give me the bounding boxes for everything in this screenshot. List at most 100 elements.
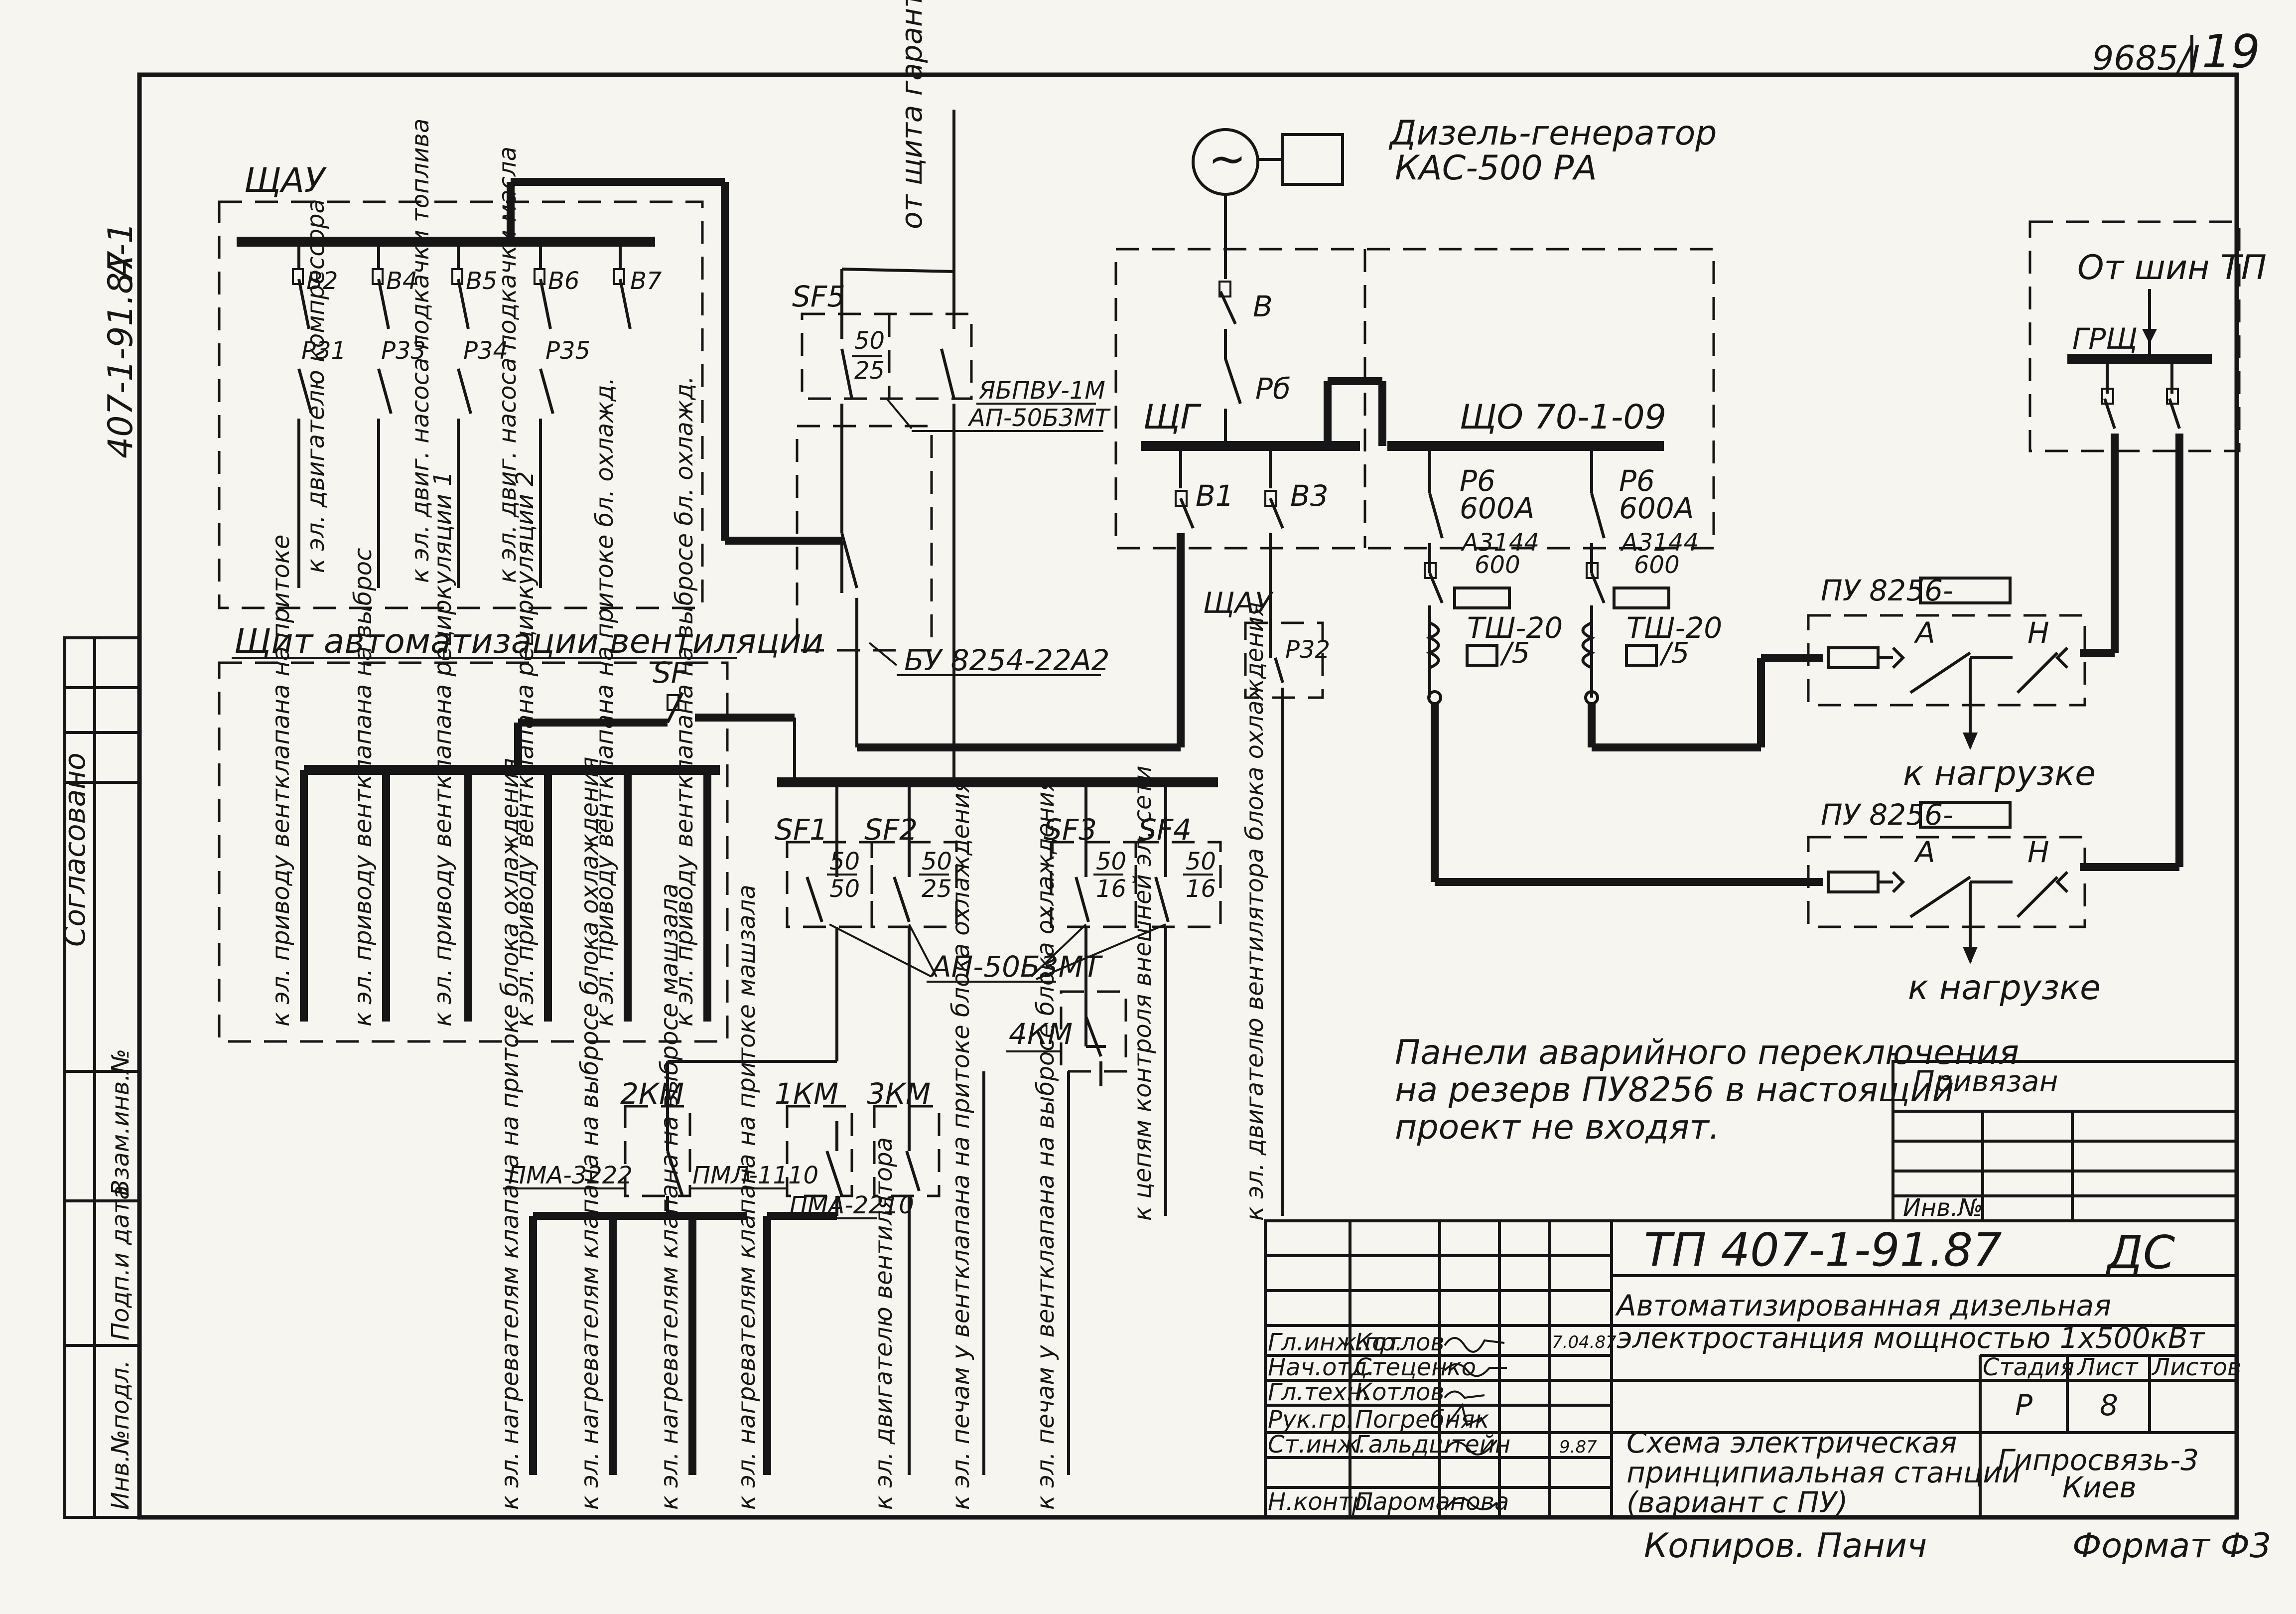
breaker-type-label: АП-50Б3МТ	[930, 950, 1103, 984]
switch-b7-label: В7	[630, 267, 662, 295]
role-4: Рук.гр.	[1268, 1406, 1354, 1434]
pu1-load: к нагрузке	[1903, 754, 2096, 793]
signature-3	[1444, 1390, 1485, 1399]
name-6: Пароманова	[1355, 1488, 1509, 1516]
role-5: Ст.инж.	[1268, 1431, 1366, 1459]
bottom-load-1: к эл. нагревателям клапана на притоке бл…	[496, 758, 524, 1510]
pu1-n: Н	[2027, 616, 2049, 650]
relay-p34-label: Р34	[463, 337, 508, 365]
sf1-rating-b: 50	[829, 875, 860, 903]
role-6: Н.контр.	[1268, 1488, 1375, 1516]
vent-sf-label: SF	[653, 656, 688, 690]
sho-ct-2: ТШ-20	[1626, 611, 1722, 645]
sf2-rating-b: 25	[922, 875, 952, 903]
lists-header: Листов	[2151, 1353, 2241, 1381]
sho-title: ЩО 70-1-09	[1460, 398, 1666, 437]
vent-load-3: к эл. приводу вентклапана рециркуляции 1	[429, 471, 457, 1027]
cabinet-label: ЯБПВУ-1М	[978, 377, 1105, 405]
bottom-load-4: к эл. нагревателям клапана на притоке ма…	[733, 884, 761, 1510]
breaker-ap50-label: АП-50Б3МТ	[967, 404, 1111, 432]
switch-b4-label: В4	[386, 267, 417, 295]
sign-date-label: Подп.и дата	[107, 1185, 135, 1340]
signature-4	[1446, 1403, 1483, 1427]
sho-panel: ЩО 70-1-09 Р6 600А А3144 600 ТШ-20 /5 Р6…	[1387, 398, 1823, 886]
bottom-load-6: к эл. печам у вентклапана на притоке бло…	[947, 778, 975, 1510]
schau-small-title: ЩАУ	[1203, 586, 1274, 620]
sho-fuse-rating-2: 600А	[1619, 491, 1694, 525]
sho-breaker-1: А3144	[1461, 529, 1539, 557]
name-3: Котлов	[1355, 1378, 1445, 1406]
org-name: Гипросвязь-3	[1998, 1443, 2199, 1477]
sf5-label: SF5	[792, 280, 845, 313]
sf3-label: SF3	[1044, 813, 1097, 847]
name-1: Котлов	[1355, 1328, 1445, 1356]
switch-b-label: В	[1253, 290, 1273, 323]
generator-model: КАС-500 РА	[1395, 148, 1597, 188]
contactor-1km: 1КМ	[775, 1077, 838, 1111]
inv-orig-label: Инв.№подл.	[107, 1360, 135, 1510]
sho-fuse-rating-1: 600А	[1460, 491, 1534, 525]
schau-branch-2: В4 Р31	[301, 242, 417, 588]
bottom-load-7: к эл. печам у вентклапана на выбросе бло…	[1032, 777, 1060, 1510]
sheet-title-3: (вариант с ПУ)	[1626, 1485, 1848, 1519]
sf1-label: SF1	[775, 813, 828, 847]
pu1-a: А	[1913, 616, 1935, 650]
schau-title: ЩАУ	[244, 161, 327, 200]
bottom-load-8: к цепям контроля внешней эл. сети	[1129, 765, 1157, 1221]
schau-panel: ЩАУ В2 В4 Р31 В5 Р33	[218, 119, 842, 609]
sf4-label: SF4	[1138, 813, 1192, 847]
note-line-3: проект не входят.	[1395, 1108, 1720, 1147]
sf5-rating-bot: 25	[854, 357, 885, 385]
doc-code-margin: 407-1-91.87	[101, 251, 140, 458]
series-margin: A-1	[101, 222, 140, 281]
generator-title: Дизель-генератор	[1388, 114, 1717, 153]
bottom-load-3: к эл. нагревателям клапана на выбросе ма…	[656, 883, 683, 1510]
switch-b3-label: В3	[1290, 479, 1329, 513]
switch-b1-label: В1	[1196, 479, 1234, 513]
schau-branch-4: В6 Р34 Р35	[463, 242, 590, 588]
pml1110-label: ПМЛ-1110	[692, 1162, 818, 1189]
list-header: Лист	[2076, 1353, 2139, 1381]
replace-inv-label: Взам.инв.№	[107, 1049, 135, 1196]
pu-2: ПУ 8256- А Н к нагрузке	[1807, 798, 2101, 1008]
pu-1: ПУ 8256- А Н к нагрузке	[1807, 574, 2096, 793]
stage-header: Стадия	[1983, 1353, 2074, 1381]
sf2-rating-a: 50	[922, 848, 952, 876]
load-fuel-pump: к эл. двиг. насоса подкачки топлива	[406, 119, 434, 583]
title-block: Привязан Инв.№ ТП 407-1-91.87 ДС Автомат…	[1264, 1060, 2241, 1519]
load-cooling-fan: к эл. двигателю вентилятора блока охлажд…	[1241, 602, 1269, 1221]
tp-title: От шин ТП	[2077, 248, 2267, 288]
pu2-load: к нагрузке	[1908, 968, 2101, 1008]
sheet-code: 9685/I	[2092, 39, 2200, 78]
format-label: Формат Ф3	[2072, 1526, 2271, 1566]
switch-rb-label: Рб	[1255, 372, 1291, 406]
vent-load-1: к эл. приводу вентклапана на притоке	[267, 535, 295, 1027]
schau-branch-5: В7	[613, 242, 662, 329]
relay-p33-label: Р33	[381, 337, 426, 365]
name-2: Стеценко	[1355, 1353, 1476, 1381]
vent-load-5: к эл. приводу вентклапана на притоке бл.…	[591, 377, 619, 1027]
switch-b6-label: В6	[548, 267, 579, 295]
bottom-load-2: к эл. нагревателям клапана на выбросе бл…	[576, 757, 604, 1510]
pu2-n: Н	[2027, 835, 2049, 869]
note-line-1: Панели аварийного переключения	[1395, 1033, 2019, 1072]
sho-ct-ratio-1: /5	[1499, 636, 1530, 670]
shg-panel: ЩГ В1 В3	[1114, 248, 1715, 628]
signature-6	[1446, 1497, 1498, 1510]
bu-label: БУ 8254-22А2	[904, 643, 1110, 677]
stamp-code: ТП 407-1-91.87	[1644, 1223, 2002, 1277]
inv-no-label: Инв.№	[1903, 1194, 1983, 1222]
relay-p32-label: Р32	[1285, 636, 1330, 664]
name-4: Погребняк	[1355, 1406, 1489, 1434]
schau-branch-1: В2	[292, 242, 338, 588]
contactor-2km: 2КМ	[620, 1077, 684, 1111]
stamp-date: 7.04.87	[1552, 1332, 1617, 1352]
sf3-rating-b: 16	[1096, 875, 1126, 903]
signature-2	[1444, 1363, 1507, 1377]
stamp-doc: ДС	[2105, 1226, 2175, 1279]
sf4-rating-a: 50	[1186, 848, 1216, 876]
breaker-group: SF1 SF2 SF3 SF4 50 50 50 25 50 16 50 16 …	[668, 777, 1222, 1116]
sf4-rating-b: 16	[1186, 875, 1216, 903]
vent-panel: Щит автоматизации вентиляции SF к эл. пр…	[218, 376, 823, 1043]
